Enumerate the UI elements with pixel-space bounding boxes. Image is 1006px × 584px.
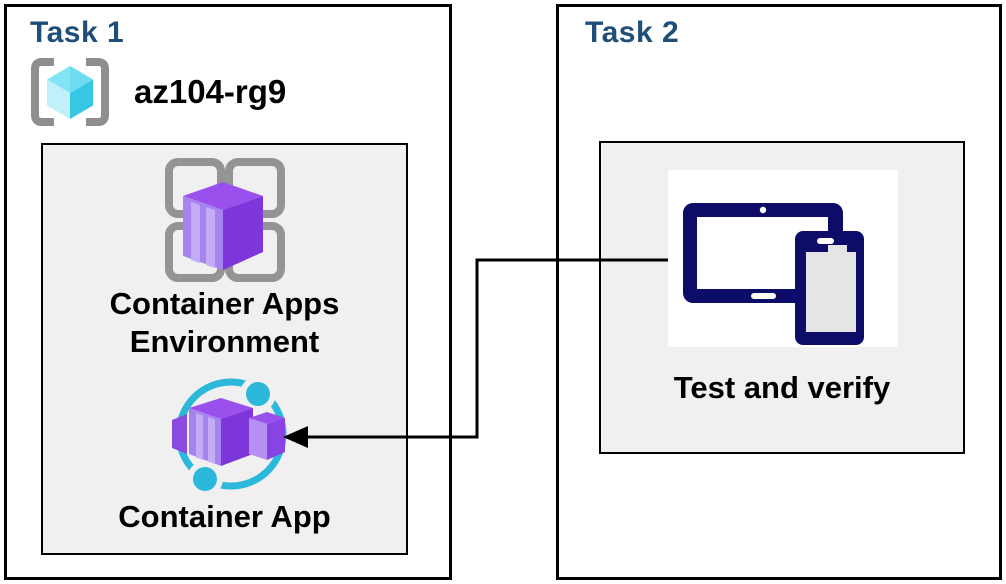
test-and-verify-label: Test and verify xyxy=(673,370,891,405)
task1-title: Task 1 xyxy=(30,16,125,49)
task2-inner-box: Test and verify xyxy=(599,141,965,454)
container-app-icon xyxy=(172,376,287,497)
environment-label: Container Apps Environment xyxy=(43,285,406,361)
task2-box: Task 2 Test and verify xyxy=(556,4,1002,580)
container-app-label: Container App xyxy=(118,499,331,534)
resource-group-name: az104-rg9 xyxy=(134,73,287,110)
task1-box: Task 1 az104-rg9 xyxy=(4,4,452,580)
tablet-and-phone-icon xyxy=(683,203,864,345)
container-apps-environment-icon xyxy=(165,158,285,282)
device-icon-backdrop xyxy=(668,170,898,347)
environment-label-line1: Container Apps xyxy=(109,286,340,321)
task2-title: Task 2 xyxy=(585,16,680,49)
resource-group-icon xyxy=(31,58,109,126)
environment-label-line2: Environment xyxy=(129,324,320,359)
task1-inner-box: Container Apps Environment xyxy=(41,143,408,555)
resource-group: az104-rg9 xyxy=(28,56,286,128)
